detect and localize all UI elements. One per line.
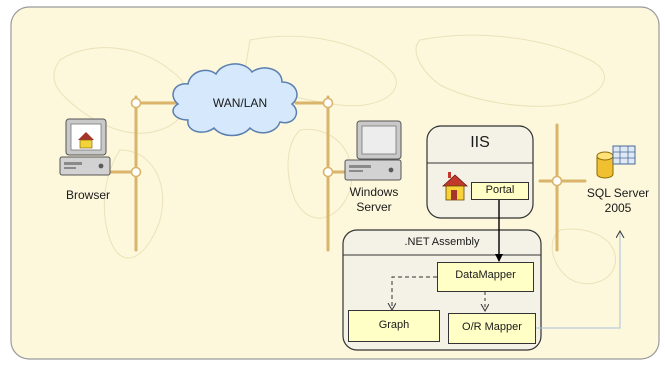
graph-label: Graph: [378, 319, 410, 331]
sql-label-line2: 2005: [604, 201, 632, 215]
network-cloud-icon: [172, 63, 298, 137]
graph-node: [348, 310, 440, 342]
ormapper-node: [448, 313, 536, 344]
iis-label: IIS: [470, 134, 490, 151]
ormapper-label: O/R Mapper: [462, 321, 522, 333]
computer-icon: [59, 118, 111, 176]
datamapper-label: DataMapper: [455, 269, 516, 281]
datamapper-node: [437, 262, 534, 292]
server-label-line2: Server: [356, 200, 392, 214]
browser-label: Browser: [65, 188, 110, 202]
ormapper-to-sql-link: [536, 232, 620, 329]
database-icon: [596, 145, 636, 179]
server-label-line1: Windows: [349, 185, 399, 199]
sql-label-line1: SQL Server: [586, 186, 650, 200]
portal-node: [471, 182, 529, 200]
portal-label: Portal: [485, 184, 515, 196]
world-map-watermark: [53, 34, 616, 285]
datamapper-to-graph-arrow: [392, 276, 437, 309]
assembly-label: .NET Assembly: [404, 236, 480, 248]
network-label: WAN/LAN: [212, 96, 268, 110]
connection-nodes: [130, 97, 563, 187]
house-icon: [441, 172, 469, 201]
server-icon: [344, 120, 402, 181]
